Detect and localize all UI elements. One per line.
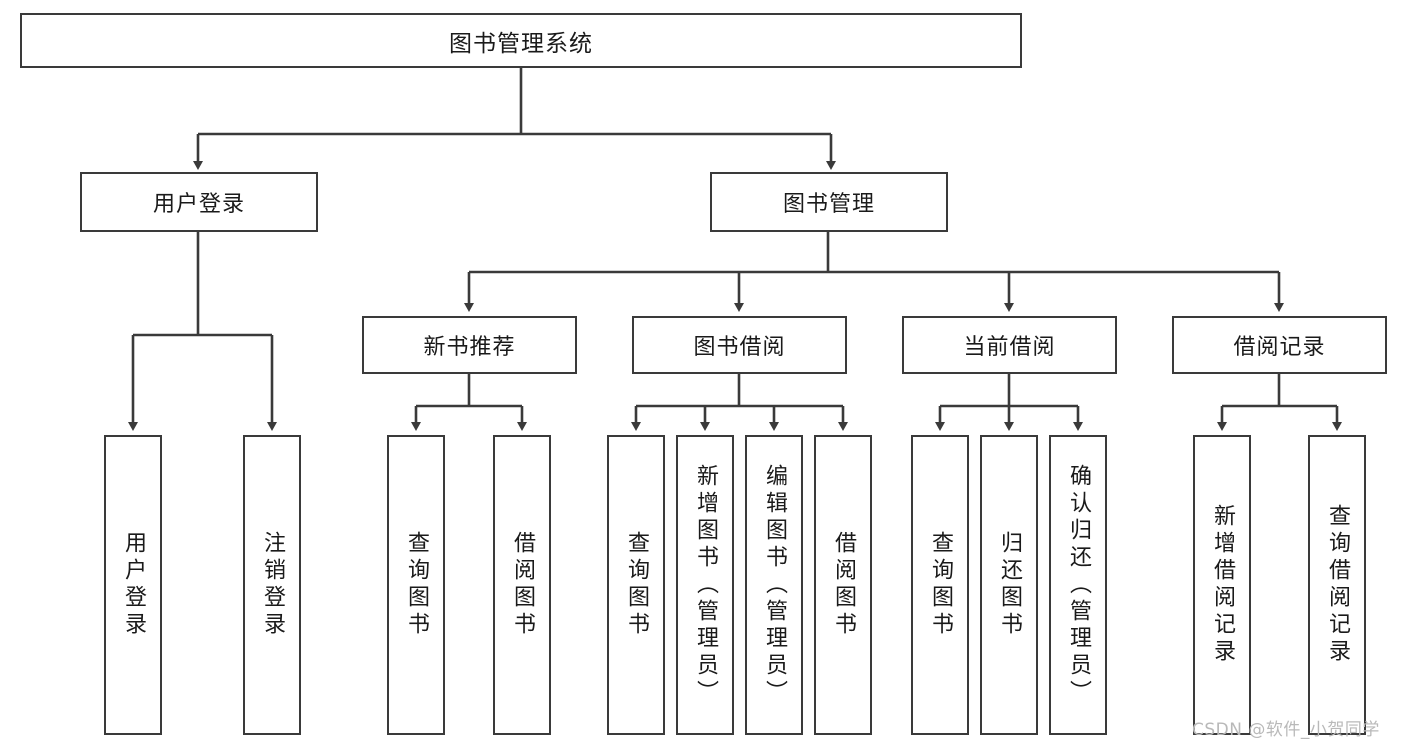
node-label: 图书借阅 (693, 335, 786, 360)
leaf-add-book-admin[interactable]: 新增图书（管理员） (676, 435, 734, 735)
leaf-query-book-recommend[interactable]: 查询图书 (387, 435, 445, 735)
node-label: 新增借阅记录 (1210, 504, 1235, 666)
leaf-user-login[interactable]: 用户登录 (104, 435, 162, 735)
leaf-confirm-return-admin[interactable]: 确认归还（管理员） (1049, 435, 1107, 735)
node-label: 查询图书 (928, 531, 953, 639)
leaf-logout[interactable]: 注销登录 (243, 435, 301, 735)
node-root-book-management-system[interactable]: 图书管理系统 (20, 13, 1022, 68)
node-label: 用户登录 (121, 531, 146, 639)
node-label: 图书管理系统 (449, 30, 593, 57)
node-current-borrow[interactable]: 当前借阅 (902, 316, 1117, 374)
node-borrow-record[interactable]: 借阅记录 (1172, 316, 1387, 374)
leaf-query-book-borrow[interactable]: 查询图书 (607, 435, 665, 735)
node-label: 确认归还（管理员） (1066, 463, 1091, 707)
leaf-borrow-book[interactable]: 借阅图书 (814, 435, 872, 735)
node-label: 当前借阅 (963, 335, 1056, 360)
node-label: 借阅记录 (1233, 335, 1326, 360)
leaf-query-book-current[interactable]: 查询图书 (911, 435, 969, 735)
node-user-login[interactable]: 用户登录 (80, 172, 318, 232)
leaf-add-borrow-record[interactable]: 新增借阅记录 (1193, 435, 1251, 735)
node-label: 新书推荐 (423, 335, 516, 360)
node-label: 借阅图书 (831, 531, 856, 639)
node-label: 查询借阅记录 (1325, 504, 1350, 666)
node-label: 查询图书 (404, 531, 429, 639)
node-label: 图书管理 (782, 192, 875, 217)
node-label: 借阅图书 (510, 531, 535, 639)
leaf-edit-book-admin[interactable]: 编辑图书（管理员） (745, 435, 803, 735)
leaf-query-borrow-record[interactable]: 查询借阅记录 (1308, 435, 1366, 735)
leaf-return-book[interactable]: 归还图书 (980, 435, 1038, 735)
csdn-watermark: CSDN @软件_小贺同学 (1192, 720, 1380, 740)
node-label: 新增图书（管理员） (693, 463, 718, 707)
node-new-book-recommend[interactable]: 新书推荐 (362, 316, 577, 374)
leaf-borrow-book-recommend[interactable]: 借阅图书 (493, 435, 551, 735)
node-label: 编辑图书（管理员） (762, 463, 787, 707)
node-label: 归还图书 (997, 531, 1022, 639)
node-label: 注销登录 (260, 531, 285, 639)
node-book-management[interactable]: 图书管理 (710, 172, 948, 232)
node-label: 用户登录 (152, 192, 245, 217)
node-book-borrow[interactable]: 图书借阅 (632, 316, 847, 374)
node-label: 查询图书 (624, 531, 649, 639)
